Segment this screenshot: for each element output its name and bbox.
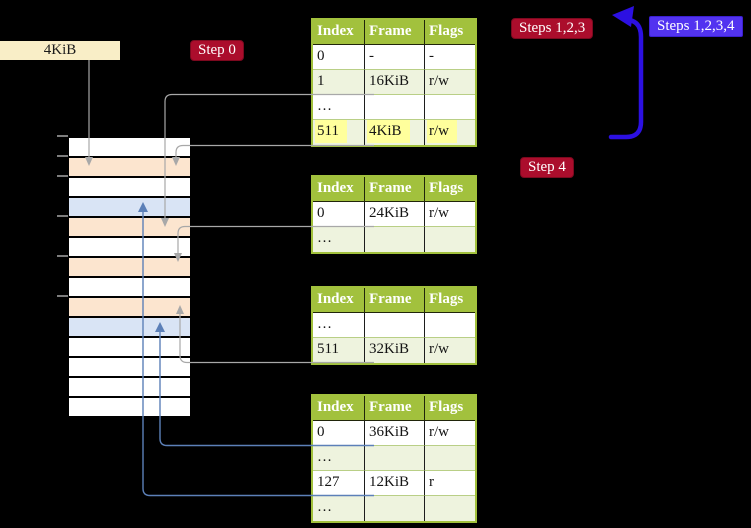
table-cell: 511 <box>313 338 365 363</box>
frame-size-label: 4KiB <box>0 41 120 60</box>
table-cell <box>365 446 425 471</box>
column-header: Flags <box>425 177 475 202</box>
memory-row-free <box>69 378 190 398</box>
highlighted-value: r/w <box>427 120 457 143</box>
memory-tick <box>57 155 68 157</box>
badge-steps-123: Steps 1,2,3 <box>511 18 594 39</box>
column-header: Frame <box>365 396 425 421</box>
badge-step-0: Step 0 <box>190 40 244 61</box>
memory-row-free <box>69 398 190 418</box>
memory-row-page-table <box>69 158 190 178</box>
column-header: Index <box>313 177 365 202</box>
table-cell: … <box>313 313 365 338</box>
column-header: Flags <box>425 288 475 313</box>
memory-tick <box>57 295 68 297</box>
table-cell: … <box>313 446 365 471</box>
table-cell <box>425 227 475 252</box>
column-header: Index <box>313 20 365 45</box>
memory-tick <box>57 175 68 177</box>
memory-row-free <box>69 238 190 258</box>
memory-row-free <box>69 358 190 378</box>
table-cell: r/w <box>425 421 475 446</box>
column-header: Index <box>313 396 365 421</box>
table-cell <box>365 313 425 338</box>
table-cell: 127 <box>313 471 365 496</box>
column-header: Flags <box>425 396 475 421</box>
table-cell: 36KiB <box>365 421 425 446</box>
highlighted-value: 4KiB <box>367 120 410 143</box>
highlighted-value: 511 <box>315 120 347 143</box>
memory-row-page-table <box>69 298 190 318</box>
table-cell <box>425 496 475 521</box>
table-cell <box>425 446 475 471</box>
column-header: Frame <box>365 20 425 45</box>
memory-row-mapped <box>69 198 190 218</box>
arrow-recursive-loop <box>608 6 644 140</box>
memory-row-mapped <box>69 318 190 338</box>
table-cell: - <box>425 45 475 70</box>
table-cell: 4KiB <box>365 120 425 145</box>
table-cell: r/w <box>425 120 475 145</box>
table-cell <box>425 95 475 120</box>
table-cell: … <box>313 227 365 252</box>
badge-steps-1234: Steps 1,2,3,4 <box>649 16 743 37</box>
table-cell: - <box>365 45 425 70</box>
table-cell: 0 <box>313 421 365 446</box>
column-header: Index <box>313 288 365 313</box>
table-cell: 24KiB <box>365 202 425 227</box>
table-cell <box>365 95 425 120</box>
memory-row-free <box>69 178 190 198</box>
table-cell: r/w <box>425 338 475 363</box>
memory-row-page-table <box>69 218 190 238</box>
memory-row-free <box>69 138 190 158</box>
arrow-l4-entry511 <box>172 144 374 166</box>
memory-tick <box>57 215 68 217</box>
table-cell: r/w <box>425 70 475 95</box>
column-header: Frame <box>365 288 425 313</box>
table-cell: 1 <box>313 70 365 95</box>
table-cell: 16KiB <box>365 70 425 95</box>
physical-memory-map <box>69 136 190 418</box>
table-cell: 0 <box>313 45 365 70</box>
table-cell: … <box>313 496 365 521</box>
table-cell <box>365 227 425 252</box>
memory-tick <box>57 255 68 257</box>
memory-row-free <box>69 278 190 298</box>
table-cell: … <box>313 95 365 120</box>
table-cell: 12KiB <box>365 471 425 496</box>
memory-row-free <box>69 338 190 358</box>
table-cell: r <box>425 471 475 496</box>
memory-row-page-table <box>69 258 190 278</box>
table-cell: r/w <box>425 202 475 227</box>
table-cell: 32KiB <box>365 338 425 363</box>
column-header: Frame <box>365 177 425 202</box>
table-cell <box>425 313 475 338</box>
table-cell: 0 <box>313 202 365 227</box>
memory-tick <box>57 135 68 137</box>
table-cell <box>365 496 425 521</box>
table-cell: 511 <box>313 120 365 145</box>
column-header: Flags <box>425 20 475 45</box>
badge-step-4: Step 4 <box>520 157 574 178</box>
